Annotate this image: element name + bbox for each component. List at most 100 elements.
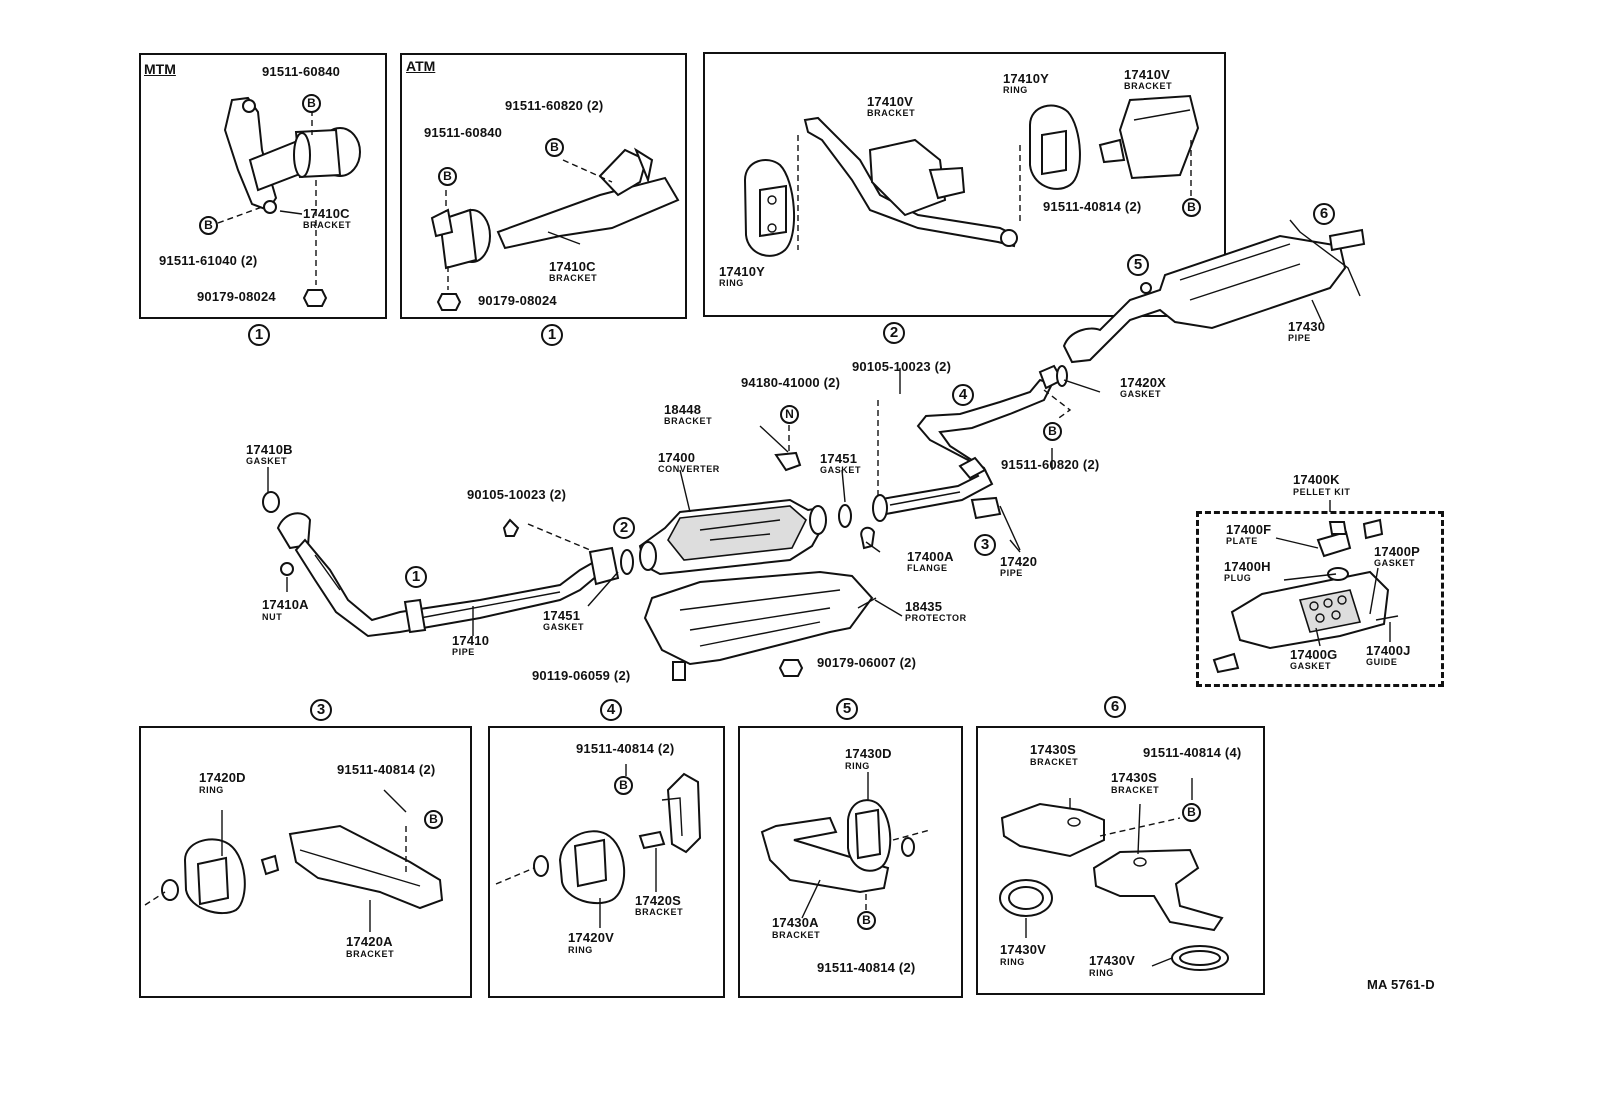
part-number: 91511-60820 (2) [505, 98, 604, 113]
part-number: 17400P [1374, 544, 1421, 559]
part-name: RING [1089, 968, 1114, 978]
inset-box-pellet-kit [1196, 511, 1444, 687]
part-name: GASKET [543, 622, 585, 632]
detail6-drawing [999, 802, 1229, 971]
inset-index-mtm: 1 [248, 324, 270, 346]
detail3-drawing [144, 824, 444, 915]
part-name: PIPE [1000, 568, 1023, 578]
part-name: GASKET [246, 456, 288, 466]
part-number: 17410C [549, 259, 596, 274]
part-number: 18435 [905, 599, 943, 614]
part-number: 17420S [635, 893, 682, 908]
inset-box-detail5 [738, 726, 963, 998]
part-number: 90179-08024 [197, 289, 276, 304]
part-number: 17410Y [1003, 71, 1050, 86]
part-name: PROTECTOR [905, 613, 967, 623]
bolt-marker: B [199, 216, 218, 235]
nut-marker: N [780, 405, 799, 424]
part-name: BRACKET [346, 949, 395, 959]
part-name: BRACKET [772, 930, 821, 940]
part-number: 90105-10023 (2) [852, 359, 952, 374]
diagram-code: MA 5761-D [1367, 977, 1435, 992]
callout-5: 5 [1127, 254, 1149, 276]
part-number: 91511-60840 [424, 125, 503, 140]
part-name: PELLET KIT [1293, 487, 1351, 497]
part-number: 17420D [199, 770, 246, 785]
part-number: 17430 [1288, 319, 1326, 334]
part-name: PLUG [1224, 573, 1252, 583]
part-number: 17400H [1224, 559, 1271, 574]
bolt-marker: B [545, 138, 564, 157]
bolt-marker: B [438, 167, 457, 186]
part-number: 17420A [346, 934, 393, 949]
part-number: 91511-40814 (2) [1043, 199, 1142, 214]
part-number: 17430D [845, 746, 892, 761]
part-number: 17400A [907, 549, 954, 564]
part-number: 91511-40814 (4) [1143, 745, 1242, 760]
part-number: 94180-41000 (2) [741, 375, 841, 390]
inset-index-detail3: 3 [310, 699, 332, 721]
part-number: 90119-06059 (2) [532, 668, 631, 683]
bolt-marker: B [424, 810, 443, 829]
part-name: PIPE [1288, 333, 1311, 343]
mtm-bracket-drawing [217, 96, 361, 307]
part-number: 17400J [1366, 643, 1411, 658]
part-number: 17410B [246, 442, 293, 457]
part-name: RING [568, 945, 593, 955]
inset-box-detail3 [139, 726, 472, 998]
part-name: RING [1000, 957, 1025, 967]
inset-box-detail4 [488, 726, 725, 998]
part-name: FLANGE [907, 563, 948, 573]
part-number: 17410A [262, 597, 309, 612]
center-pipe-drawing [860, 364, 1072, 550]
part-number: 17410V [1124, 67, 1171, 82]
part-number: 17400F [1226, 522, 1272, 537]
part-number: 17410C [303, 206, 350, 221]
part-number: 17430V [1000, 942, 1047, 957]
bolt-marker: B [302, 94, 321, 113]
part-number: 17410V [867, 94, 914, 109]
part-name: GASKET [1290, 661, 1332, 671]
part-name: RING [845, 761, 870, 771]
pellet-kit-drawing [1212, 518, 1399, 674]
part-number: 17410Y [719, 264, 766, 279]
part-number: 91511-60840 [262, 64, 341, 79]
part-name: RING [1003, 85, 1028, 95]
part-number: 91511-40814 (2) [576, 741, 675, 756]
part-number: 17410 [452, 633, 490, 648]
part-number: 17430A [772, 915, 819, 930]
inset-box-detail6 [976, 726, 1265, 995]
hanger-drawing [743, 94, 1200, 257]
part-number: 91511-40814 (2) [817, 960, 916, 975]
part-name: RING [719, 278, 744, 288]
part-name: BRACKET [1111, 785, 1160, 795]
part-number: 17400 [658, 450, 696, 465]
atm-bracket-drawing [430, 147, 680, 311]
inset-index-hanger: 2 [883, 322, 905, 344]
part-name: GASKET [820, 465, 862, 475]
part-name: BRACKET [664, 416, 713, 426]
part-number: 17400G [1290, 647, 1338, 662]
callout-6: 6 [1313, 203, 1335, 225]
inset-title-mtm: MTM [144, 61, 176, 77]
part-name: BRACKET [303, 220, 352, 230]
part-number: 17430S [1030, 742, 1077, 757]
part-name: BRACKET [549, 273, 598, 283]
inset-box-atm [400, 53, 687, 319]
tail-pipe-drawing [1062, 219, 1366, 364]
inset-index-atm: 1 [541, 324, 563, 346]
inset-index-detail5: 5 [836, 698, 858, 720]
bolt-marker: B [614, 776, 633, 795]
bolt-marker: B [1182, 198, 1201, 217]
callout-3: 3 [974, 534, 996, 556]
inset-title-atm: ATM [406, 58, 436, 74]
part-name: CONVERTER [658, 464, 720, 474]
part-name: BRACKET [1030, 757, 1079, 767]
front-pipe-drawing [262, 491, 634, 638]
inset-index-detail4: 4 [600, 699, 622, 721]
part-number: 90179-06007 (2) [817, 655, 917, 670]
callout-2: 2 [613, 517, 635, 539]
part-name: GUIDE [1366, 657, 1398, 667]
bolt-marker: B [1043, 422, 1062, 441]
